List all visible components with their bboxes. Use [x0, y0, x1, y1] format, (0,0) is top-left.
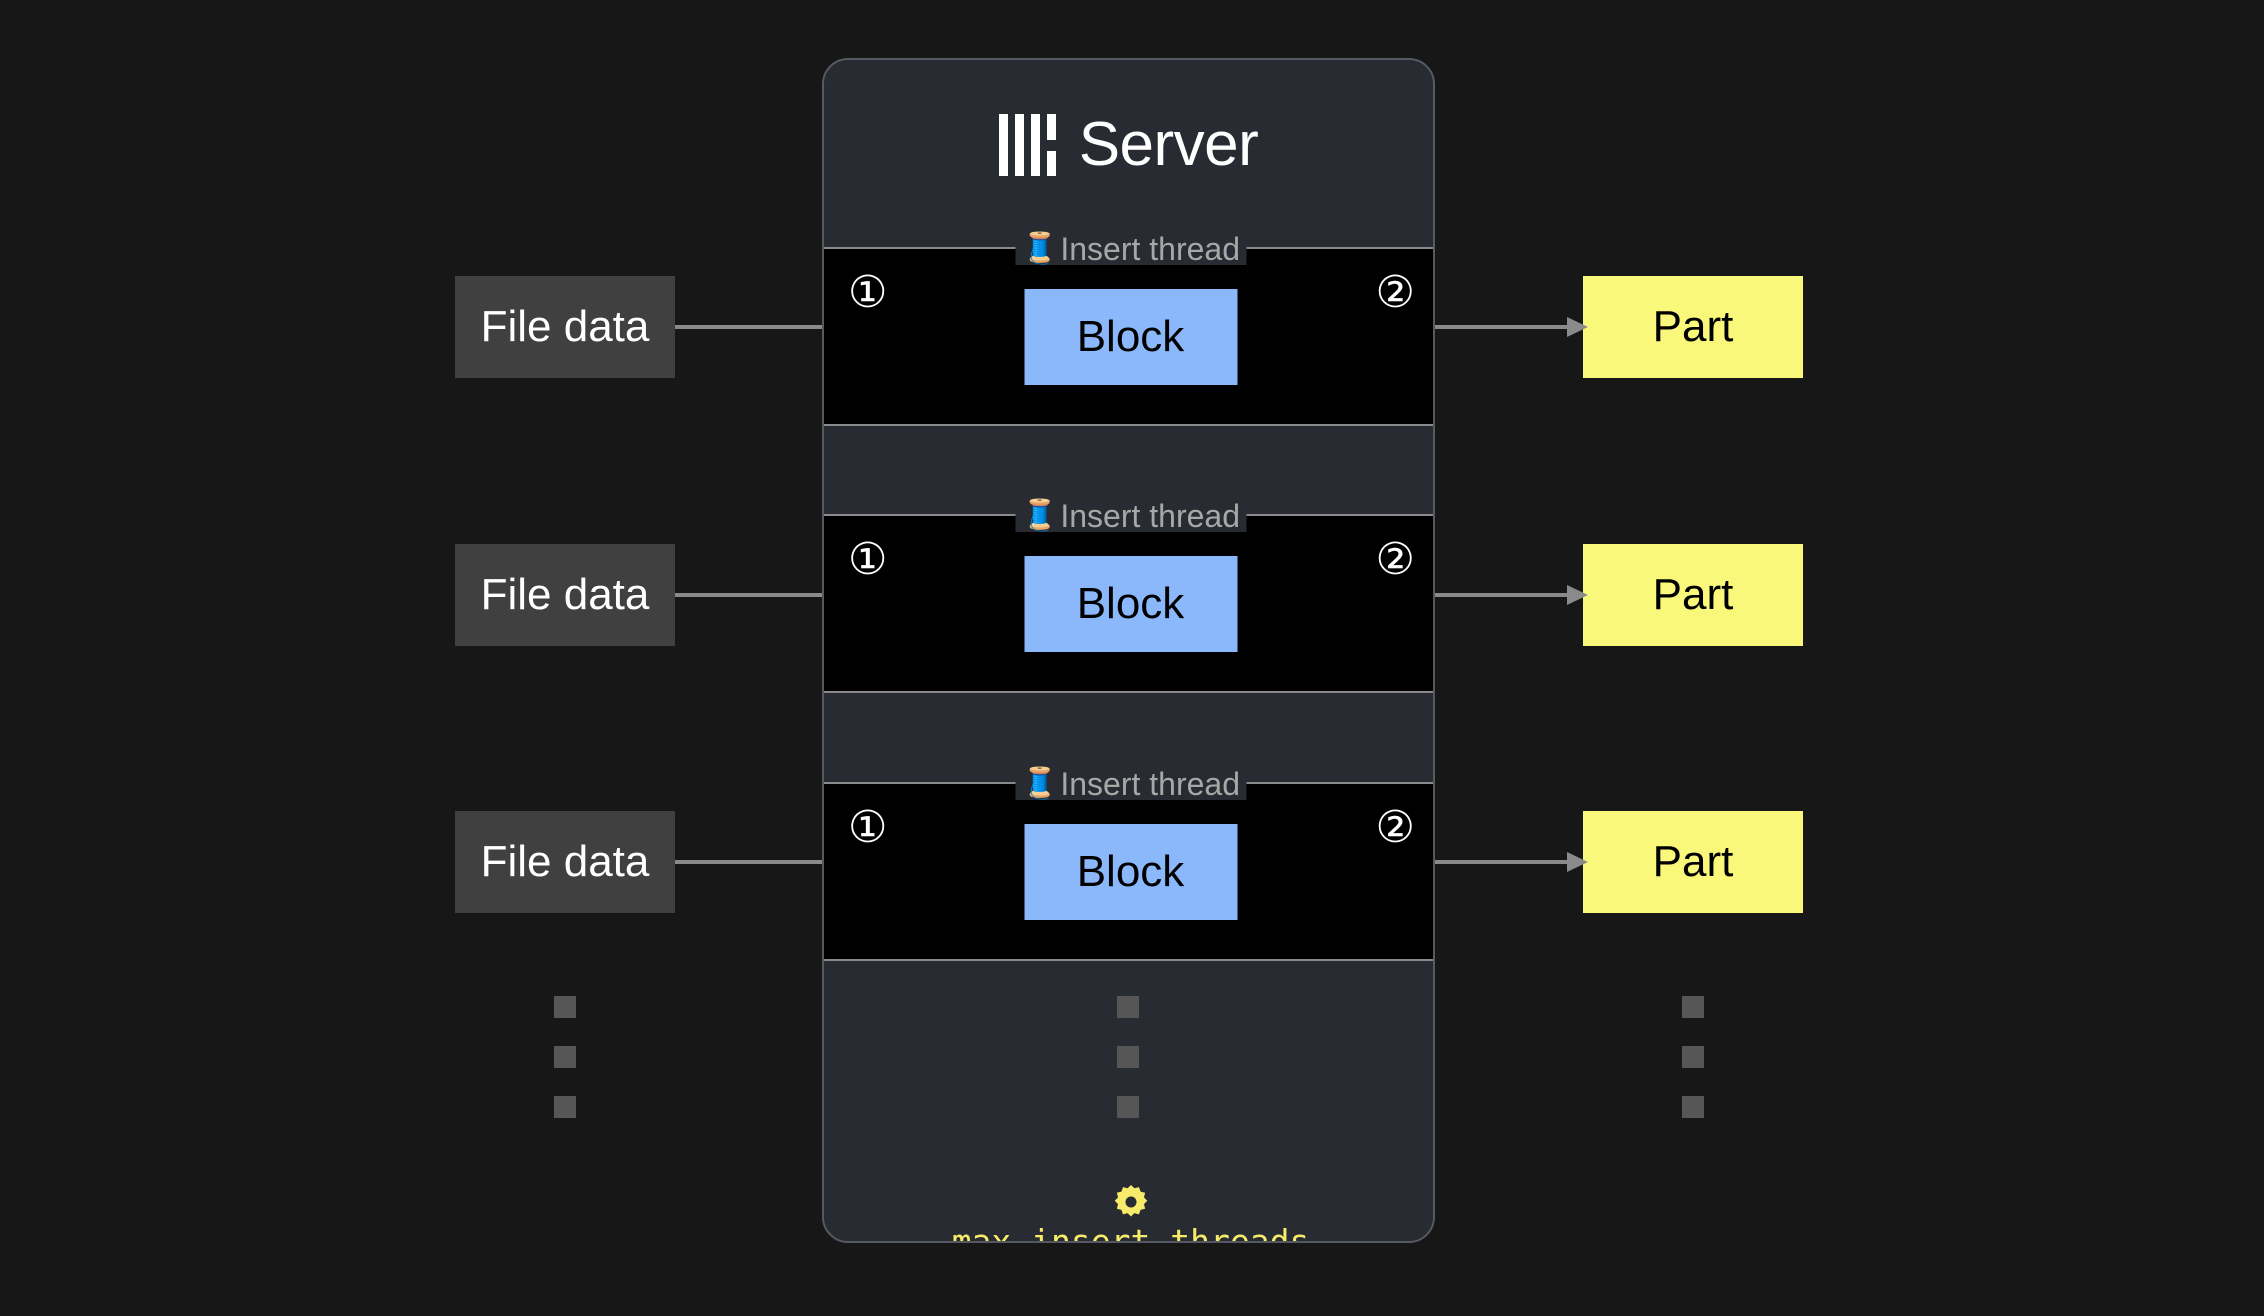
ellipsis-dot: [1682, 1096, 1704, 1118]
step-number-out: ②: [1375, 268, 1415, 317]
step-number-in: ①: [848, 803, 888, 852]
step-number-out: ②: [1375, 803, 1415, 852]
file-data-label: File data: [480, 570, 650, 619]
insert-thread-band: 🧵 Insert thread ① ② Block: [824, 233, 1433, 426]
max-insert-threads-setting: max_insert_threads: [824, 1185, 1433, 1243]
file-data-box: File data: [455, 544, 675, 646]
ellipsis-dot: [1117, 996, 1139, 1018]
file-data-box: File data: [455, 811, 675, 913]
server-card: Server 🧵 Insert thread ① ② Block 🧵 Inser…: [822, 58, 1435, 1243]
block-label: Block: [1076, 846, 1185, 896]
ellipsis-dot: [1682, 996, 1704, 1018]
thread-spool-icon: 🧵: [1020, 232, 1059, 265]
thread-spool-icon: 🧵: [1020, 499, 1059, 532]
ellipsis-dots-left: [554, 996, 576, 1118]
ellipsis-dot: [554, 1046, 576, 1068]
setting-name-label: max_insert_threads: [951, 1222, 1310, 1243]
insert-thread-legend: 🧵 Insert thread: [1014, 231, 1247, 267]
thread-spool-icon: 🧵: [1020, 767, 1059, 800]
gear-icon: [1114, 1185, 1147, 1217]
part-label: Part: [1652, 570, 1734, 619]
insert-thread-label: Insert thread: [1060, 766, 1241, 802]
ellipsis-dot: [1117, 1046, 1139, 1068]
insert-thread-label: Insert thread: [1060, 231, 1241, 267]
server-title: Server: [824, 100, 1433, 190]
part-label: Part: [1652, 837, 1734, 886]
ellipsis-dots-right: [1682, 996, 1704, 1118]
insert-thread-legend: 🧵 Insert thread: [1014, 498, 1247, 534]
file-data-box: File data: [455, 276, 675, 378]
step-number-out: ②: [1375, 535, 1415, 584]
block-label: Block: [1076, 311, 1185, 361]
file-data-label: File data: [480, 302, 650, 351]
step-number-in: ①: [848, 268, 888, 317]
block-box: Block: [1024, 288, 1237, 385]
insert-thread-band: 🧵 Insert thread ① ② Block: [824, 500, 1433, 693]
ellipsis-dot: [554, 996, 576, 1018]
block-label: Block: [1076, 578, 1185, 628]
part-box: Part: [1583, 276, 1803, 378]
block-box: Block: [1024, 555, 1237, 652]
insert-thread-legend: 🧵 Insert thread: [1014, 766, 1247, 802]
step-number-in: ①: [848, 535, 888, 584]
clickhouse-logo-icon: [998, 114, 1056, 176]
file-data-label: File data: [480, 837, 650, 886]
part-box: Part: [1583, 544, 1803, 646]
block-box: Block: [1024, 823, 1237, 920]
part-box: Part: [1583, 811, 1803, 913]
insert-thread-label: Insert thread: [1060, 498, 1241, 534]
ellipsis-dot: [554, 1096, 576, 1118]
server-title-label: Server: [1078, 110, 1259, 179]
ellipsis-dots-center: [1117, 996, 1139, 1118]
ellipsis-dot: [1682, 1046, 1704, 1068]
insert-thread-band: 🧵 Insert thread ① ② Block: [824, 768, 1433, 961]
part-label: Part: [1652, 302, 1734, 351]
ellipsis-dot: [1117, 1096, 1139, 1118]
